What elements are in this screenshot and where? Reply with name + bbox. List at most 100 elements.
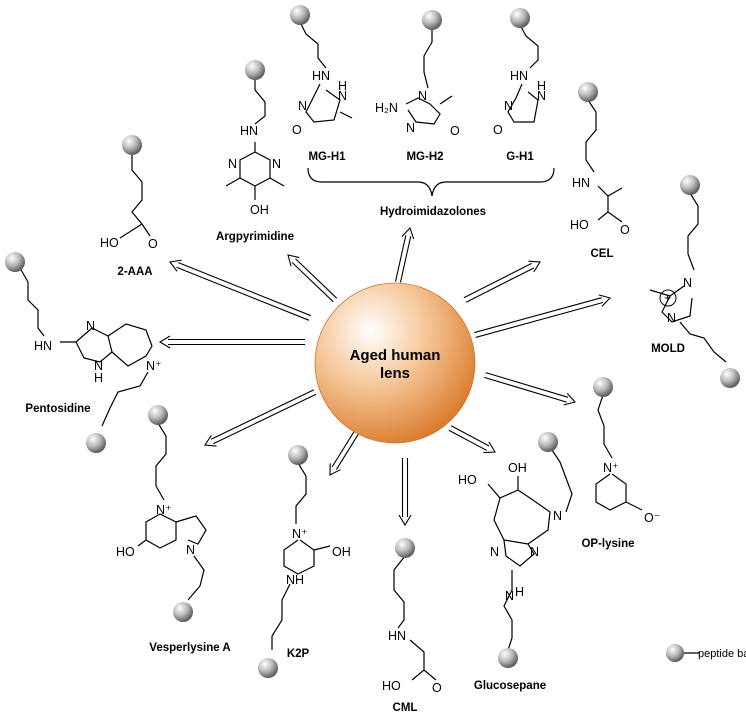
peptide-backbone-icon — [422, 10, 442, 30]
molecule-label: MG-H2 — [406, 151, 443, 163]
atom: H — [94, 371, 103, 385]
atom: N — [298, 99, 307, 113]
atom: NH — [286, 573, 304, 587]
peptide-backbone-icon — [245, 60, 265, 80]
atom: N — [530, 545, 539, 559]
molecule-label: Pentosidine — [25, 403, 90, 415]
atom: OH — [250, 203, 269, 217]
arrow-to-k2p — [329, 428, 361, 476]
peptide-backbone-icon — [720, 368, 740, 388]
molecule-label: CML — [393, 702, 418, 714]
atom: N⁺ — [156, 503, 172, 517]
atom: H — [338, 79, 347, 93]
legend: peptide backbone — [666, 644, 746, 662]
atom: HO — [382, 679, 401, 693]
molecule-2-aaa: HO O 2-AAA — [100, 135, 158, 278]
atom: N — [537, 89, 546, 103]
atom: N⁺ — [292, 527, 308, 541]
molecule-mold: N + N MOLD — [649, 175, 740, 388]
atom: N — [505, 589, 514, 603]
atom: O — [148, 237, 158, 251]
molecule-label: CEL — [591, 248, 614, 260]
arrow-to-mold — [474, 294, 612, 338]
atom: N — [272, 157, 281, 171]
atom: HO — [100, 236, 119, 250]
arrow-to-cel — [463, 260, 541, 303]
molecule-label: Glucosepane — [474, 680, 546, 692]
arrow-to-cml — [398, 458, 412, 527]
peptide-backbone-icon — [498, 648, 518, 668]
molecule-label: OP-lysine — [581, 538, 634, 550]
brace — [307, 167, 555, 197]
atom: N — [86, 319, 95, 333]
peptide-backbone-icon — [395, 538, 415, 558]
molecule-label: Vesperlysine A — [149, 642, 230, 654]
molecule-cml: HN HO O CML — [382, 538, 442, 714]
peptide-backbone-icon — [288, 445, 308, 465]
arrow-to-vesperlysine-a — [204, 389, 317, 447]
atom: HO — [458, 473, 477, 487]
peptide-backbone-icon — [122, 135, 142, 155]
atom: O⁻ — [644, 511, 660, 525]
center-label-line2: lens — [380, 365, 410, 382]
molecule-mg-h2: H₂N N N O MG-H2 — [375, 10, 460, 163]
molecule-label: MOLD — [651, 343, 685, 355]
atom: N — [228, 157, 237, 171]
atom: N⁺ — [146, 359, 162, 373]
atom: HN — [240, 124, 258, 138]
peptide-backbone-icon — [578, 82, 598, 102]
atom: HN — [572, 176, 590, 190]
molecule-g-h1: HN N N H O G-H1 — [493, 8, 546, 163]
arrow-to-argpyrimidine — [287, 254, 338, 303]
arrow-to-hydroimidazolones — [395, 226, 415, 283]
atom: H — [515, 585, 524, 599]
atom: O — [450, 124, 460, 138]
peptide-backbone-icon — [258, 658, 278, 678]
arrow-to-2-aaa — [169, 259, 312, 321]
molecule-mg-h1: HN N N H O MG-H1 — [290, 5, 353, 163]
peptide-backbone-icon — [593, 377, 613, 397]
atom: N — [683, 276, 692, 290]
atom: HN — [312, 69, 330, 83]
atom: H — [537, 79, 546, 93]
atom: N — [667, 311, 676, 325]
atom: N — [406, 121, 415, 135]
atom: N — [504, 99, 513, 113]
plus-charge-icon — [659, 289, 677, 307]
molecule-pentosidine: HN N N H N⁺ Pentosidine — [5, 252, 162, 453]
aged-lens-sphere: Aged human lens — [314, 282, 476, 444]
arrow-to-pentosidine — [158, 335, 305, 349]
atom: HO — [116, 545, 135, 559]
atom: OH — [508, 461, 527, 475]
arrow-to-op-lysine — [484, 372, 577, 406]
peptide-backbone-icon — [86, 433, 106, 453]
legend-label: peptide backbone — [698, 648, 746, 660]
molecule-cel: HN HO O CEL — [570, 82, 630, 260]
hydroimidazolones-group: Hydroimidazolones — [307, 167, 555, 218]
atom: HN — [34, 339, 52, 353]
atom: O — [493, 123, 503, 137]
atom: HN — [510, 69, 528, 83]
atom: O — [620, 223, 630, 237]
molecule-label: G-H1 — [506, 151, 534, 163]
atom: N — [94, 359, 103, 373]
peptide-backbone-icon — [173, 602, 193, 622]
atom: N — [186, 543, 195, 557]
molecule-argpyrimidine: HN N N OH Argpyrimidine — [216, 60, 294, 243]
peptide-backbone-icon — [680, 175, 700, 195]
atom: HO — [570, 218, 589, 232]
molecule-label: K2P — [287, 648, 310, 660]
molecule-vesperlysine-a: N⁺ HO N Vesperlysine A — [116, 405, 231, 654]
atom: N — [338, 89, 347, 103]
molecule-label: 2-AAA — [117, 266, 152, 278]
atom: N — [418, 89, 427, 103]
peptide-backbone-icon — [666, 644, 684, 662]
atom: + — [664, 291, 671, 305]
atom: N — [490, 545, 499, 559]
molecule-glucosepane: HO OH N N N N H Glucosepane — [458, 432, 573, 692]
molecule-label: MG-H1 — [308, 151, 346, 163]
group-label: Hydroimidazolones — [380, 206, 486, 218]
peptide-backbone-icon — [538, 432, 558, 452]
atom: N — [553, 509, 562, 523]
